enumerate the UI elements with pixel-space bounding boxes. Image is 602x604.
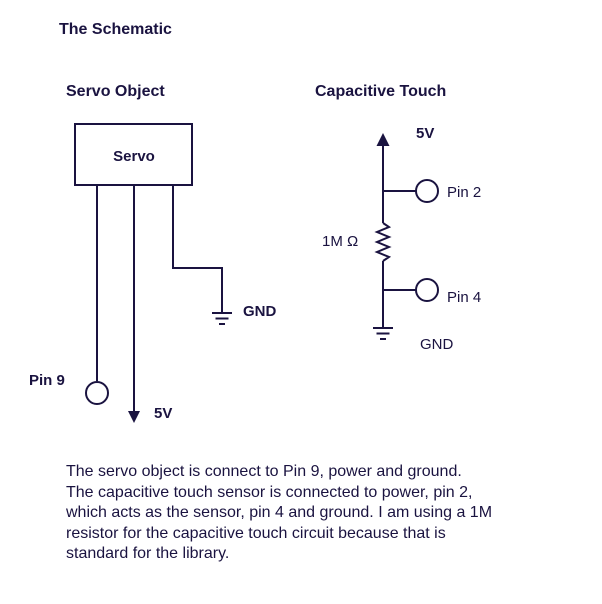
- servo-power-arrowhead: [128, 411, 140, 423]
- description-paragraph: The servo object is connect to Pin 9, po…: [66, 463, 493, 562]
- pin-4-terminal: [415, 278, 439, 302]
- touch-power-label: 5V: [416, 125, 434, 142]
- pin-2-terminal: [415, 179, 439, 203]
- pin-4-label: Pin 4: [447, 289, 481, 306]
- touch-ground-label: GND: [420, 336, 454, 353]
- servo-power-label: 5V: [154, 405, 172, 422]
- capacitive-touch-section: Capacitive Touch 5V 1M Ω Pin 2 Pin 4 GND: [315, 83, 481, 353]
- servo-section-heading: Servo Object: [66, 83, 165, 100]
- touch-ground-symbol: [373, 327, 393, 340]
- pin-9-terminal: [85, 381, 109, 405]
- servo-ground-label: GND: [243, 303, 277, 320]
- servo-ground-wire: [172, 185, 223, 312]
- pin-9-label: Pin 9: [29, 372, 65, 389]
- resistor-label: 1M Ω: [322, 233, 358, 250]
- resistor-symbol: [374, 222, 392, 262]
- servo-box-label: Servo: [113, 148, 155, 165]
- touch-power-arrowhead: [376, 133, 390, 146]
- servo-section: Servo Object Servo Pin 9 5V GND: [29, 83, 277, 423]
- capacitive-touch-heading: Capacitive Touch: [315, 83, 446, 100]
- page-title: The Schematic: [59, 21, 172, 38]
- servo-ground-symbol: [212, 312, 232, 325]
- pin-2-label: Pin 2: [447, 184, 481, 201]
